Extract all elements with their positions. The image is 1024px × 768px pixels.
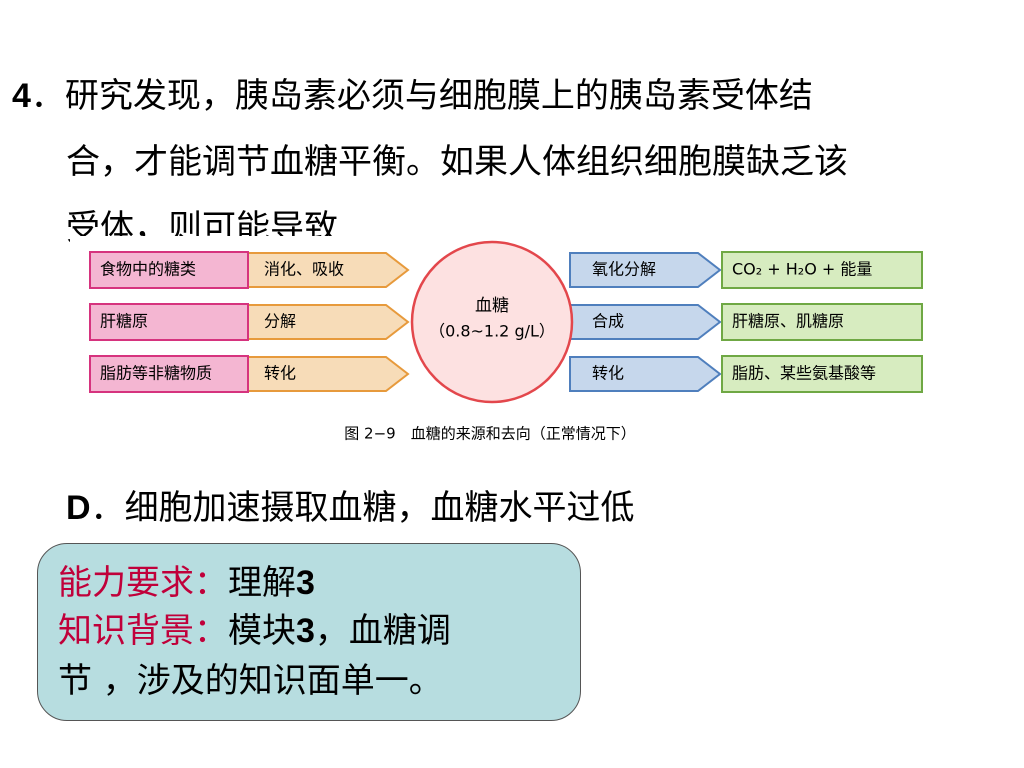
note-knowledge-line-2: 节 ，涉及的知识面单一。 — [58, 661, 443, 701]
knowledge-value-b: ，血糖调 — [314, 611, 451, 651]
sink-process-1: 合成 — [592, 312, 624, 331]
blood-sugar-title: 血糖 — [475, 296, 509, 316]
option-d-separator: ． — [90, 488, 125, 528]
figure-caption: 图 2−9 血糖的来源和去向（正常情况下） — [344, 425, 635, 443]
question-separator: ． — [30, 76, 65, 116]
sink-arrow-2 — [569, 356, 722, 392]
source-label-2: 脂肪等非糖物质 — [100, 364, 212, 383]
source-label-1: 肝糖原 — [100, 312, 148, 331]
source-process-1: 分解 — [264, 312, 296, 331]
sink-label-2: 脂肪、某些氨基酸等 — [732, 364, 876, 383]
option-d-letter: D — [66, 489, 91, 527]
sink-arrow-0 — [569, 252, 722, 288]
blood-sugar-range: （0.8~1.2 g/L） — [429, 322, 555, 341]
source-label-0: 食物中的糖类 — [100, 260, 196, 279]
blood-sugar-diagram: 食物中的糖类 消化、吸收 氧化分解 CO₂ + H₂O + 能量肝糖原 分解 合成 肝糖原、… — [70, 236, 944, 450]
source-box-2 — [89, 355, 249, 393]
knowledge-module: 3 — [296, 612, 315, 650]
sink-process-2: 转化 — [592, 364, 624, 383]
sink-box-1 — [721, 303, 923, 341]
sink-box-2 — [721, 355, 923, 393]
knowledge-label: 知识背景： — [58, 611, 228, 651]
source-process-2: 转化 — [264, 364, 296, 383]
knowledge-value-a: 模块 — [228, 611, 296, 651]
source-box-0 — [89, 251, 249, 289]
sink-label-1: 肝糖原、肌糖原 — [732, 312, 844, 331]
note-box: 能力要求：理解3 知识背景：模块3，血糖调 节 ，涉及的知识面单一。 — [37, 543, 581, 721]
question-line-1: 4．研究发现，胰岛素必须与细胞膜上的胰岛素受体结 — [12, 76, 813, 116]
ability-value: 理解 — [228, 563, 296, 603]
option-d: D．细胞加速摄取血糖，血糖水平过低 — [66, 488, 635, 528]
source-box-1 — [89, 303, 249, 341]
ability-level: 3 — [296, 564, 315, 602]
question-number: 4 — [12, 77, 31, 115]
question-text-1: 研究发现，胰岛素必须与细胞膜上的胰岛素受体结 — [64, 76, 813, 116]
question-line-2: 合，才能调节血糖平衡。如果人体组织细胞膜缺乏该 — [66, 142, 848, 182]
blood-sugar-circle — [410, 240, 574, 404]
sink-process-0: 氧化分解 — [592, 260, 656, 279]
sink-box-0 — [721, 251, 923, 289]
note-knowledge: 知识背景：模块3，血糖调 — [58, 610, 451, 652]
option-d-text: 细胞加速摄取血糖，血糖水平过低 — [124, 488, 635, 528]
source-process-0: 消化、吸收 — [264, 260, 344, 279]
sink-label-0: CO₂ + H₂O + 能量 — [732, 260, 872, 279]
ability-label: 能力要求： — [58, 563, 228, 603]
note-ability: 能力要求：理解3 — [58, 562, 315, 604]
